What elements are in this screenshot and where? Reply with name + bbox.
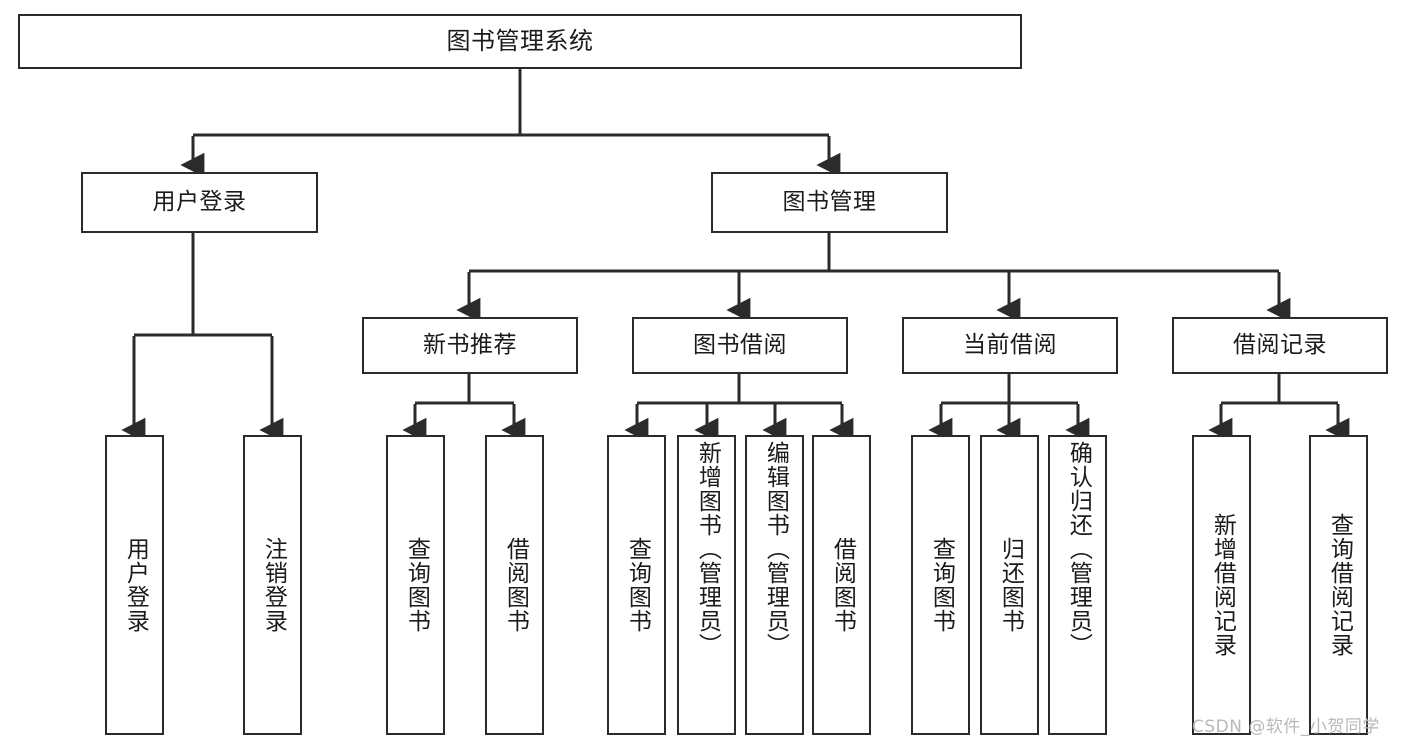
node-book-manage[interactable]: 图书管理 bbox=[711, 172, 948, 233]
node-leaf-query-borrow-record[interactable]: 查询借阅记录 bbox=[1309, 435, 1368, 735]
node-label: 图书管理 bbox=[782, 189, 877, 216]
node-new-book-recommend[interactable]: 新书推荐 bbox=[362, 317, 578, 374]
node-label: 新增图书（管理员） bbox=[694, 441, 721, 657]
node-leaf-borrow-book-recommend[interactable]: 借阅图书 bbox=[485, 435, 544, 735]
node-borrow-record[interactable]: 借阅记录 bbox=[1172, 317, 1388, 374]
node-leaf-add-book[interactable]: 新增图书（管理员） bbox=[677, 435, 736, 735]
node-label: 确认归还（管理员） bbox=[1065, 441, 1092, 657]
node-user-login[interactable]: 用户登录 bbox=[81, 172, 318, 233]
node-label: 用户登录 bbox=[152, 189, 247, 216]
node-label: 图书借阅 bbox=[693, 332, 787, 359]
node-leaf-add-borrow-record[interactable]: 新增借阅记录 bbox=[1192, 435, 1251, 735]
node-leaf-query-book-recommend[interactable]: 查询图书 bbox=[386, 435, 445, 735]
node-label: 图书管理系统 bbox=[446, 26, 594, 55]
node-label: 新书推荐 bbox=[423, 332, 517, 359]
node-label: 查询图书 bbox=[403, 537, 430, 633]
node-leaf-return-book[interactable]: 归还图书 bbox=[980, 435, 1039, 735]
node-label: 注销登录 bbox=[260, 537, 287, 633]
node-current-borrow[interactable]: 当前借阅 bbox=[902, 317, 1118, 374]
csdn-watermark: CSDN @软件_小贺同学 bbox=[1192, 717, 1380, 737]
node-label: 编辑图书（管理员） bbox=[762, 441, 789, 657]
node-label: 查询借阅记录 bbox=[1326, 513, 1353, 657]
node-root-system[interactable]: 图书管理系统 bbox=[18, 14, 1022, 69]
node-leaf-edit-book[interactable]: 编辑图书（管理员） bbox=[745, 435, 804, 735]
node-label: 查询图书 bbox=[928, 537, 955, 633]
node-label: 借阅图书 bbox=[502, 537, 529, 633]
node-leaf-logout-login[interactable]: 注销登录 bbox=[243, 435, 302, 735]
node-book-borrow[interactable]: 图书借阅 bbox=[632, 317, 848, 374]
node-label: 当前借阅 bbox=[963, 332, 1057, 359]
node-leaf-query-book-current[interactable]: 查询图书 bbox=[911, 435, 970, 735]
node-leaf-query-book-borrow[interactable]: 查询图书 bbox=[607, 435, 666, 735]
node-label: 新增借阅记录 bbox=[1209, 513, 1236, 657]
node-leaf-confirm-return[interactable]: 确认归还（管理员） bbox=[1048, 435, 1107, 735]
node-label: 查询图书 bbox=[624, 537, 651, 633]
node-label: 用户登录 bbox=[122, 537, 149, 633]
node-label: 借阅记录 bbox=[1233, 332, 1327, 359]
node-leaf-borrow-book-borrow[interactable]: 借阅图书 bbox=[812, 435, 871, 735]
node-label: 借阅图书 bbox=[829, 537, 856, 633]
node-leaf-user-login[interactable]: 用户登录 bbox=[105, 435, 164, 735]
node-label: 归还图书 bbox=[997, 537, 1024, 633]
